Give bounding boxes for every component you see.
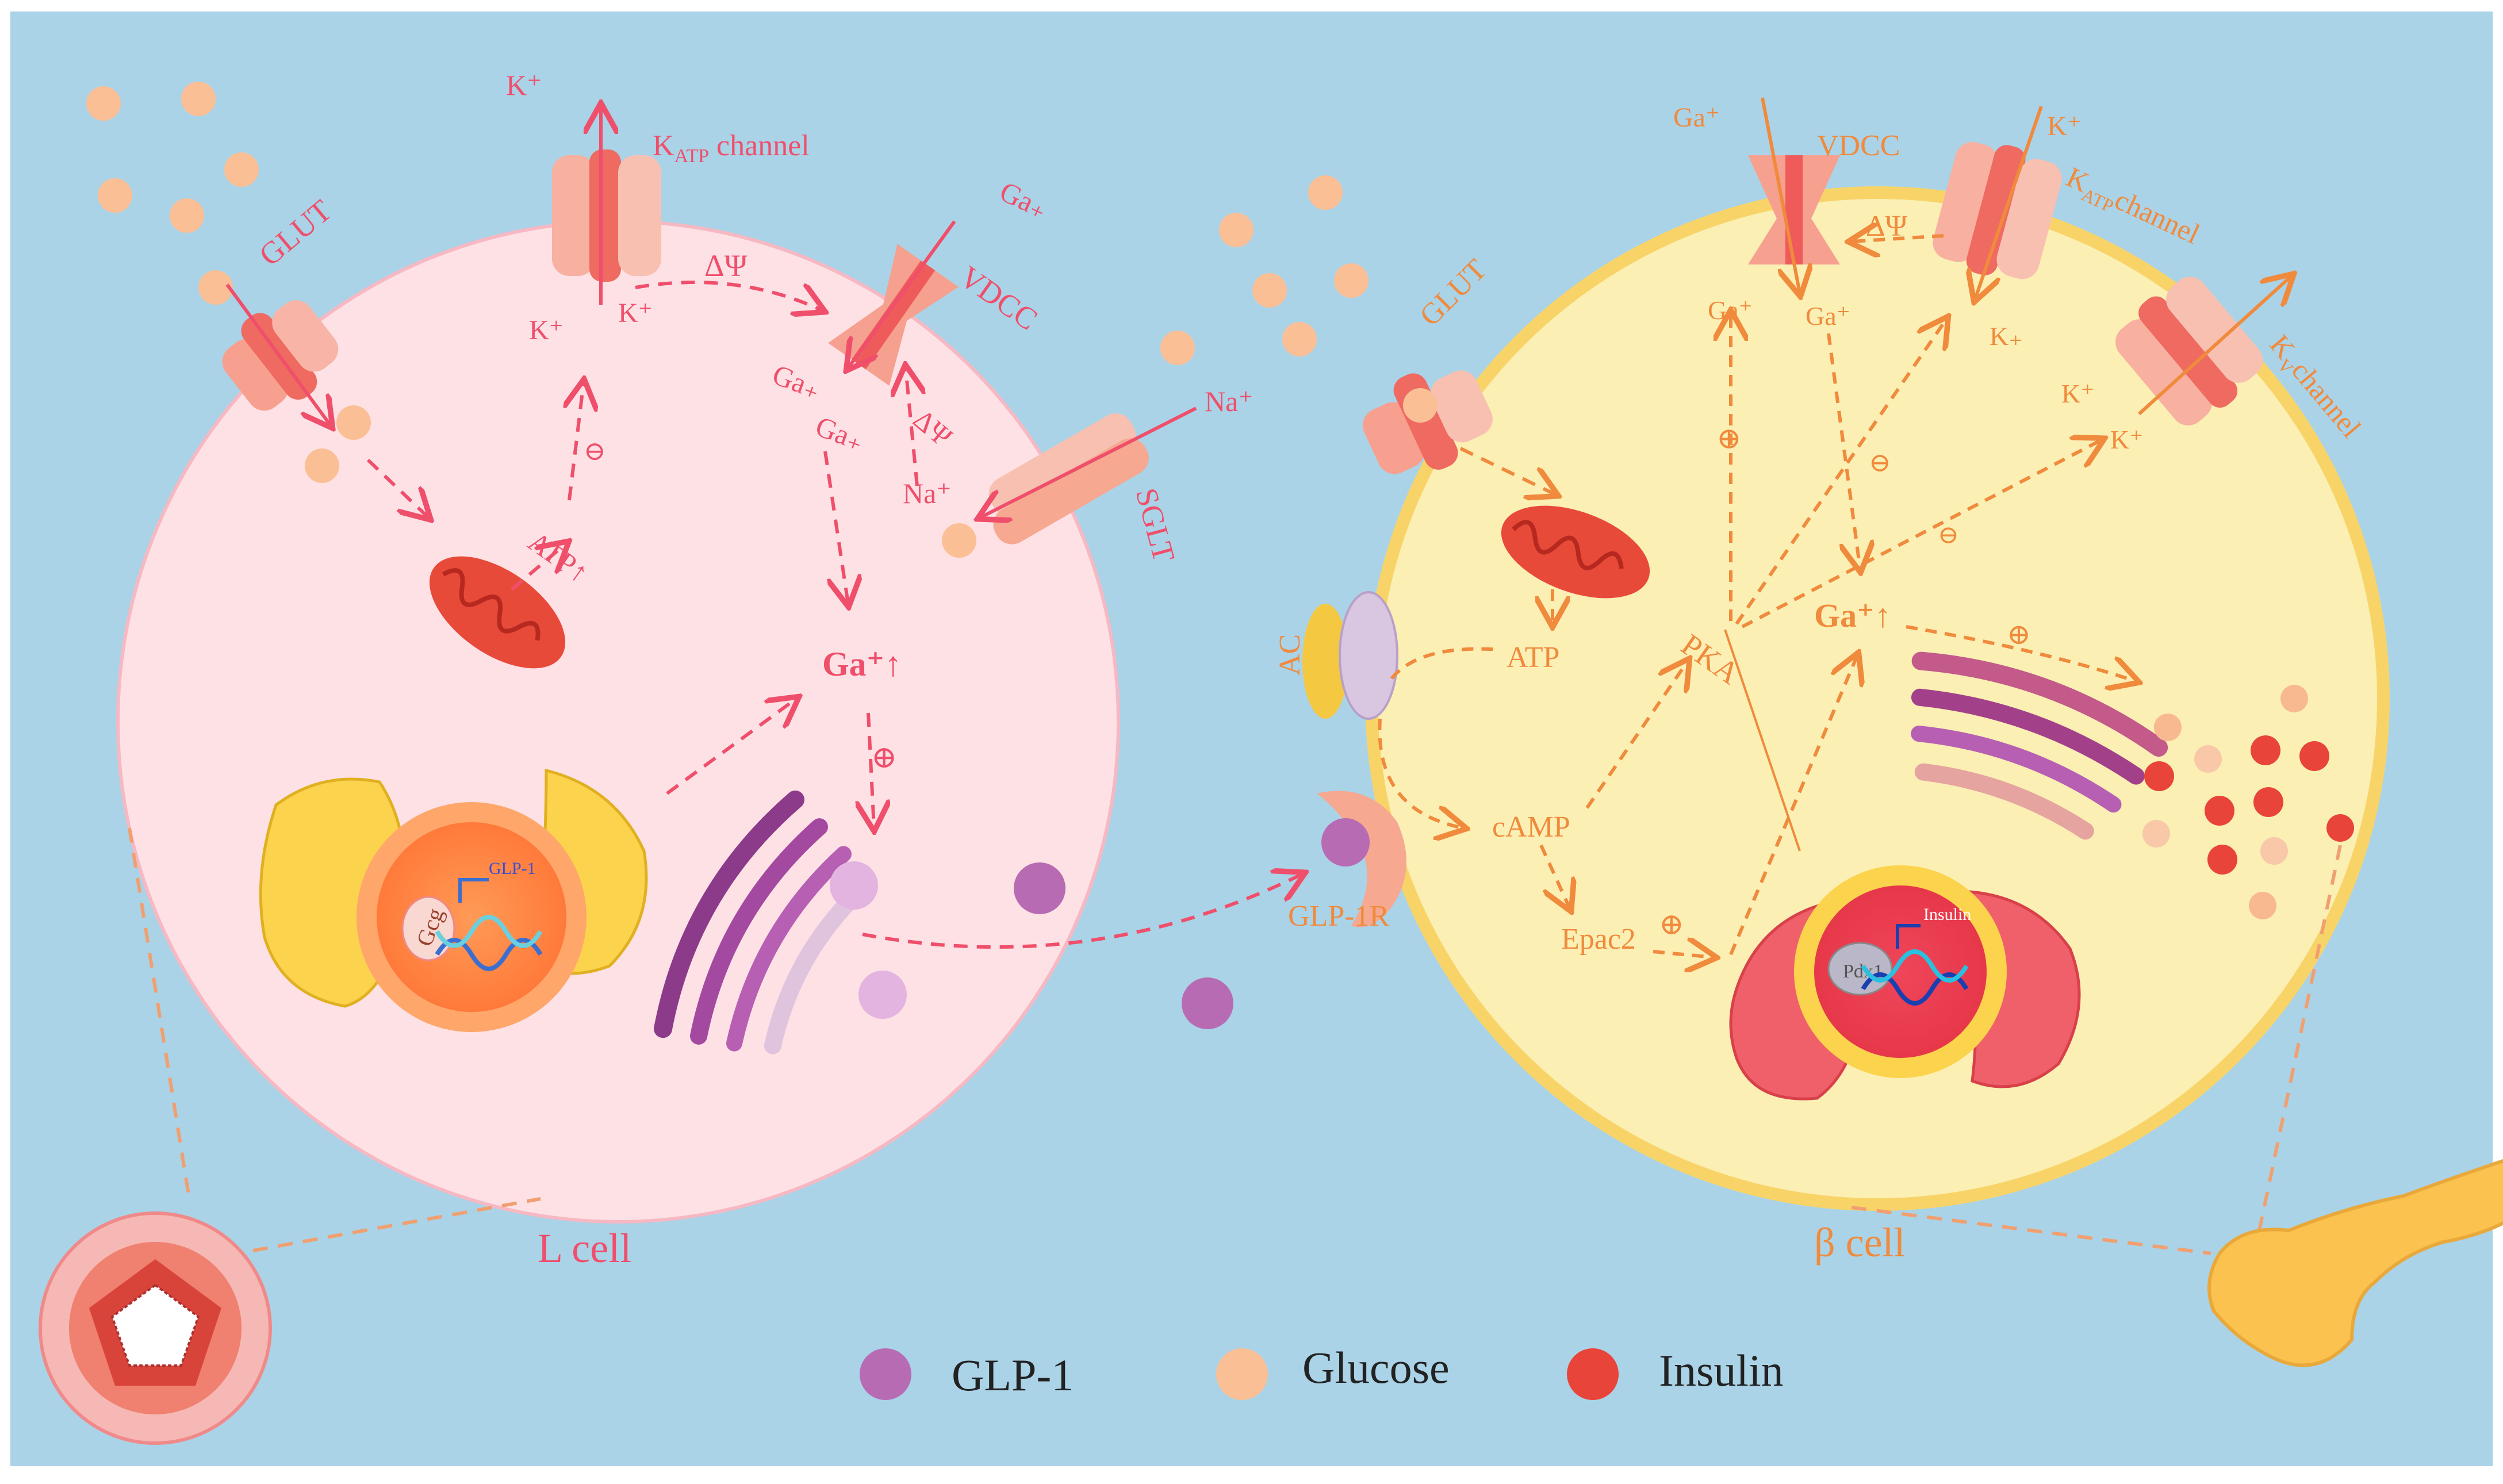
beta-minus1: ⊖	[1869, 448, 1891, 477]
ac-enzyme	[1302, 591, 1398, 720]
l-na-out: Na⁺	[1205, 385, 1254, 417]
l-delta-psi: ΔΨ	[704, 248, 748, 283]
pancreas-icon	[2207, 1159, 2503, 1367]
glp1-vesicle	[858, 971, 907, 1019]
l-mitochondrion	[429, 556, 566, 669]
beta-delta-psi: ΔΨ	[1866, 210, 1907, 243]
glucose-in-beta	[1403, 388, 1438, 423]
na-delta-psi-arrow	[906, 368, 917, 486]
legend-insulin-swatch	[1567, 1348, 1619, 1400]
l-plus-sign: ⊕	[871, 740, 897, 774]
beta-ga-in1: Ga⁺	[1708, 296, 1753, 325]
nucleus-to-ga-up-arrow	[1729, 655, 1857, 956]
kv-arrow	[2137, 276, 2291, 416]
l-k-top: K⁺	[506, 69, 542, 101]
l-cell-label: L cell	[538, 1225, 631, 1271]
glp1-vesicle	[830, 861, 878, 910]
glucose-particles	[86, 82, 259, 305]
camp-label: cAMP	[1492, 811, 1570, 843]
ac-to-camp-arrow	[1378, 718, 1463, 828]
beta-plus2: ⊕	[2007, 618, 2031, 650]
legend-glucose-swatch	[1216, 1348, 1268, 1400]
l-golgi-apparatus	[654, 790, 873, 1054]
ga-in-to-ga-up-arrow	[1827, 333, 1860, 569]
kv-channel	[2115, 277, 2263, 425]
beta-minus2: ⊖	[1938, 521, 1959, 549]
beta-delta-psi-arrow	[1852, 236, 1944, 241]
atp-to-katp-arrow	[569, 382, 584, 501]
l-katp-channel	[552, 149, 661, 282]
zoom-line	[2255, 845, 2342, 1243]
l-na-in: Na⁺	[903, 477, 952, 509]
l-ga-up: Ga⁺↑	[822, 645, 902, 683]
legend-insulin-label: Insulin	[1659, 1345, 1784, 1395]
intestine-icon	[39, 1211, 272, 1445]
pka-to-kv-arrow	[1741, 440, 2102, 628]
zoom-line	[1851, 1206, 2211, 1255]
glp1-particle	[1014, 862, 1065, 914]
l-glp1-gene: GLP-1	[489, 859, 536, 878]
legend-glp1-label: GLP-1	[952, 1350, 1074, 1400]
beta-vdcc-channel	[1748, 155, 1840, 264]
beta-k-out: K⁺	[2047, 111, 2082, 141]
glucose-sglt	[942, 523, 976, 558]
ga-to-secretion-arrow	[868, 712, 874, 828]
beta-atp-label: ATP	[1507, 641, 1559, 674]
beta-golgi-apparatus	[1911, 651, 2168, 840]
glucose-in	[336, 405, 371, 440]
ac-label: AC	[1274, 634, 1306, 676]
epac2-plus: ⊕	[1659, 908, 1684, 941]
insulin-gene: Insulin	[1923, 905, 1971, 924]
beta-ga-out: Ga⁺	[1673, 102, 1720, 133]
beta-k1: K⁺	[2061, 379, 2095, 408]
zoom-line	[128, 827, 191, 1202]
legend-glucose-label: Glucose	[1302, 1343, 1450, 1393]
glucose-to-mito-arrow	[366, 458, 428, 517]
beta-katp-arrow	[1975, 106, 2043, 299]
beta-mitochondrion	[1501, 505, 1650, 599]
glp1r-label: GLP-1R	[1288, 900, 1390, 933]
glucose-in	[305, 448, 339, 483]
beta-plus1: ⊕	[1716, 423, 1742, 455]
delta-psi-arrow	[635, 281, 822, 310]
sglt-arrow	[980, 407, 1197, 517]
legend: GLP-1 Glucose Insulin	[860, 1343, 1784, 1400]
glp1-particle	[1182, 977, 1233, 1029]
glucose-particles-beta	[1160, 175, 1369, 365]
beta-katp-channel	[1933, 141, 2062, 279]
beta-nucleus: Pdx1 Insulin	[1794, 865, 2007, 1078]
l-k-left: K⁺	[529, 315, 564, 346]
l-katp-label: KATP channel	[653, 129, 810, 167]
nucleus-to-ga-arrow	[666, 699, 796, 795]
beta-k-in: K₊	[1990, 321, 2023, 351]
epac2-label: Epac2	[1561, 923, 1636, 956]
camp-to-pka-arrow	[1585, 661, 1688, 809]
beta-cell-label: β cell	[1814, 1220, 1906, 1266]
vdcc-arrow	[848, 220, 956, 368]
insulin-granules	[2142, 685, 2354, 919]
l-nucleus: Gcg GLP-1	[357, 802, 587, 1032]
ga-to-ga-up-arrow	[823, 451, 848, 604]
beta-ga-up: Ga⁺↑	[1814, 597, 1891, 634]
l-sglt-transporter	[988, 413, 1149, 544]
epac2-out-arrow	[1653, 952, 1714, 957]
ga-up-to-insulin-arrow	[1906, 625, 2136, 681]
pka-to-nucleus-line	[1724, 629, 1801, 852]
beta-vdcc-label: VDCC	[1817, 129, 1900, 162]
beta-k2: K⁺	[2110, 425, 2144, 454]
mito-to-atp-arrow	[511, 543, 566, 591]
pka-to-katp-arrow	[1735, 319, 1946, 625]
glut-arrow	[225, 283, 331, 425]
legend-glp1-swatch	[860, 1348, 911, 1400]
beta-ga-in2: Ga⁺	[1806, 301, 1850, 331]
atp-to-ac-line	[1390, 647, 1501, 680]
l-k-right: K⁺	[618, 298, 653, 328]
beta-vdcc-arrow	[1761, 97, 1800, 293]
glucose-to-mito-arrow-beta	[1459, 447, 1555, 494]
glp1-receptor	[1317, 791, 1406, 927]
l-minus-sign: ⊖	[584, 436, 606, 466]
